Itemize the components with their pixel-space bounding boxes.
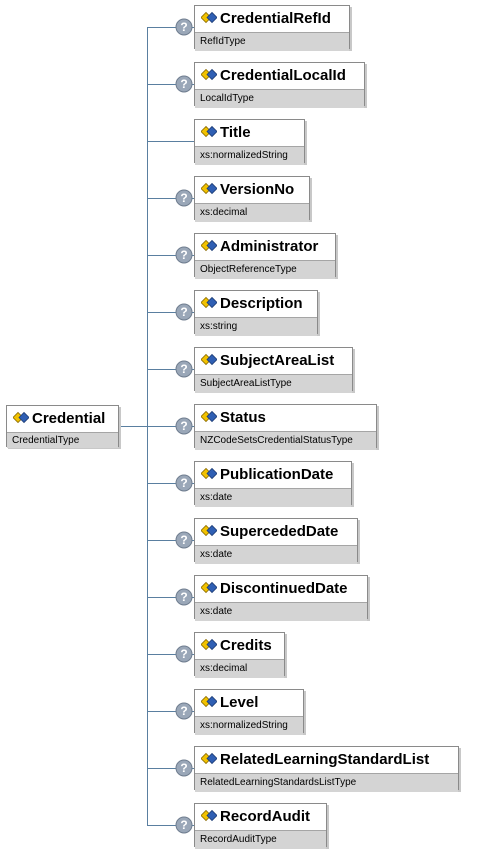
element-icon xyxy=(201,11,217,24)
element-icon xyxy=(201,809,217,822)
svg-text:?: ? xyxy=(180,761,187,775)
svg-text:?: ? xyxy=(180,248,187,262)
optional-question-icon: ? xyxy=(175,759,193,777)
element-type: xs:normalizedString xyxy=(195,146,304,165)
element-icon xyxy=(201,581,217,594)
element-name: SupercededDate xyxy=(220,523,339,540)
optional-question-icon: ? xyxy=(175,588,193,606)
element-icon xyxy=(201,410,217,423)
schema-element-description[interactable]: Description xs:string xyxy=(194,290,318,336)
element-type: xs:date xyxy=(195,545,357,564)
optional-question-icon: ? xyxy=(175,189,193,207)
root-element-type: CredentialType xyxy=(7,432,118,448)
element-icon xyxy=(13,411,29,424)
element-type: xs:string xyxy=(195,317,317,336)
schema-element-publicationdate[interactable]: PublicationDate xs:date xyxy=(194,461,352,507)
root-element-name: Credential xyxy=(32,410,106,427)
element-name: RecordAudit xyxy=(220,808,310,825)
element-name: CredentialLocalId xyxy=(220,67,346,84)
optional-question-icon: ? xyxy=(175,702,193,720)
element-type: xs:decimal xyxy=(195,659,284,678)
element-name: Credits xyxy=(220,637,272,654)
optional-question-icon: ? xyxy=(175,303,193,321)
root-element-credential[interactable]: Credential CredentialType xyxy=(6,405,119,448)
element-name: Level xyxy=(220,694,259,711)
svg-text:?: ? xyxy=(180,818,187,832)
element-name: CredentialRefId xyxy=(220,10,331,27)
element-name: RelatedLearningStandardList xyxy=(220,751,430,768)
element-type: xs:date xyxy=(195,488,351,507)
element-name: Administrator xyxy=(220,238,319,255)
element-type: xs:decimal xyxy=(195,203,309,222)
svg-text:?: ? xyxy=(180,419,187,433)
svg-text:?: ? xyxy=(180,590,187,604)
element-icon xyxy=(201,638,217,651)
element-type: LocalIdType xyxy=(195,89,364,108)
optional-question-icon: ? xyxy=(175,246,193,264)
svg-text:?: ? xyxy=(180,476,187,490)
element-icon xyxy=(201,68,217,81)
element-icon xyxy=(201,752,217,765)
svg-text:?: ? xyxy=(180,704,187,718)
svg-text:?: ? xyxy=(180,20,187,34)
element-icon xyxy=(201,524,217,537)
element-name: Status xyxy=(220,409,266,426)
element-type: RefIdType xyxy=(195,32,349,51)
svg-text:?: ? xyxy=(180,191,187,205)
optional-question-icon: ? xyxy=(175,531,193,549)
element-icon xyxy=(201,695,217,708)
svg-text:?: ? xyxy=(180,647,187,661)
element-type: SubjectAreaListType xyxy=(195,374,352,393)
optional-question-icon: ? xyxy=(175,75,193,93)
svg-text:?: ? xyxy=(180,362,187,376)
element-type: NZCodeSetsCredentialStatusType xyxy=(195,431,376,450)
optional-question-icon: ? xyxy=(175,816,193,834)
element-icon xyxy=(201,125,217,138)
element-name: SubjectAreaList xyxy=(220,352,335,369)
schema-element-discontinueddate[interactable]: DiscontinuedDate xs:date xyxy=(194,575,368,621)
element-name: VersionNo xyxy=(220,181,295,198)
svg-text:?: ? xyxy=(180,77,187,91)
optional-question-icon: ? xyxy=(175,474,193,492)
element-type: xs:date xyxy=(195,602,367,621)
svg-text:?: ? xyxy=(180,533,187,547)
element-type: xs:normalizedString xyxy=(195,716,303,735)
element-name: DiscontinuedDate xyxy=(220,580,348,597)
schema-element-credits[interactable]: Credits xs:decimal xyxy=(194,632,285,678)
schema-element-title[interactable]: Title xs:normalizedString xyxy=(194,119,305,165)
element-type: RelatedLearningStandardsListType xyxy=(195,773,458,792)
optional-question-icon: ? xyxy=(175,18,193,36)
element-name: Title xyxy=(220,124,251,141)
optional-question-icon: ? xyxy=(175,645,193,663)
schema-element-versionno[interactable]: VersionNo xs:decimal xyxy=(194,176,310,222)
optional-question-icon: ? xyxy=(175,360,193,378)
element-type: ObjectReferenceType xyxy=(195,260,335,279)
optional-question-icon: ? xyxy=(175,417,193,435)
element-icon xyxy=(201,353,217,366)
svg-text:?: ? xyxy=(180,305,187,319)
element-name: Description xyxy=(220,295,303,312)
element-type: RecordAuditType xyxy=(195,830,326,849)
schema-element-supercededdate[interactable]: SupercededDate xs:date xyxy=(194,518,358,564)
schema-element-level[interactable]: Level xs:normalizedString xyxy=(194,689,304,735)
element-icon xyxy=(201,467,217,480)
element-icon xyxy=(201,296,217,309)
element-icon xyxy=(201,239,217,252)
element-icon xyxy=(201,182,217,195)
element-name: PublicationDate xyxy=(220,466,334,483)
